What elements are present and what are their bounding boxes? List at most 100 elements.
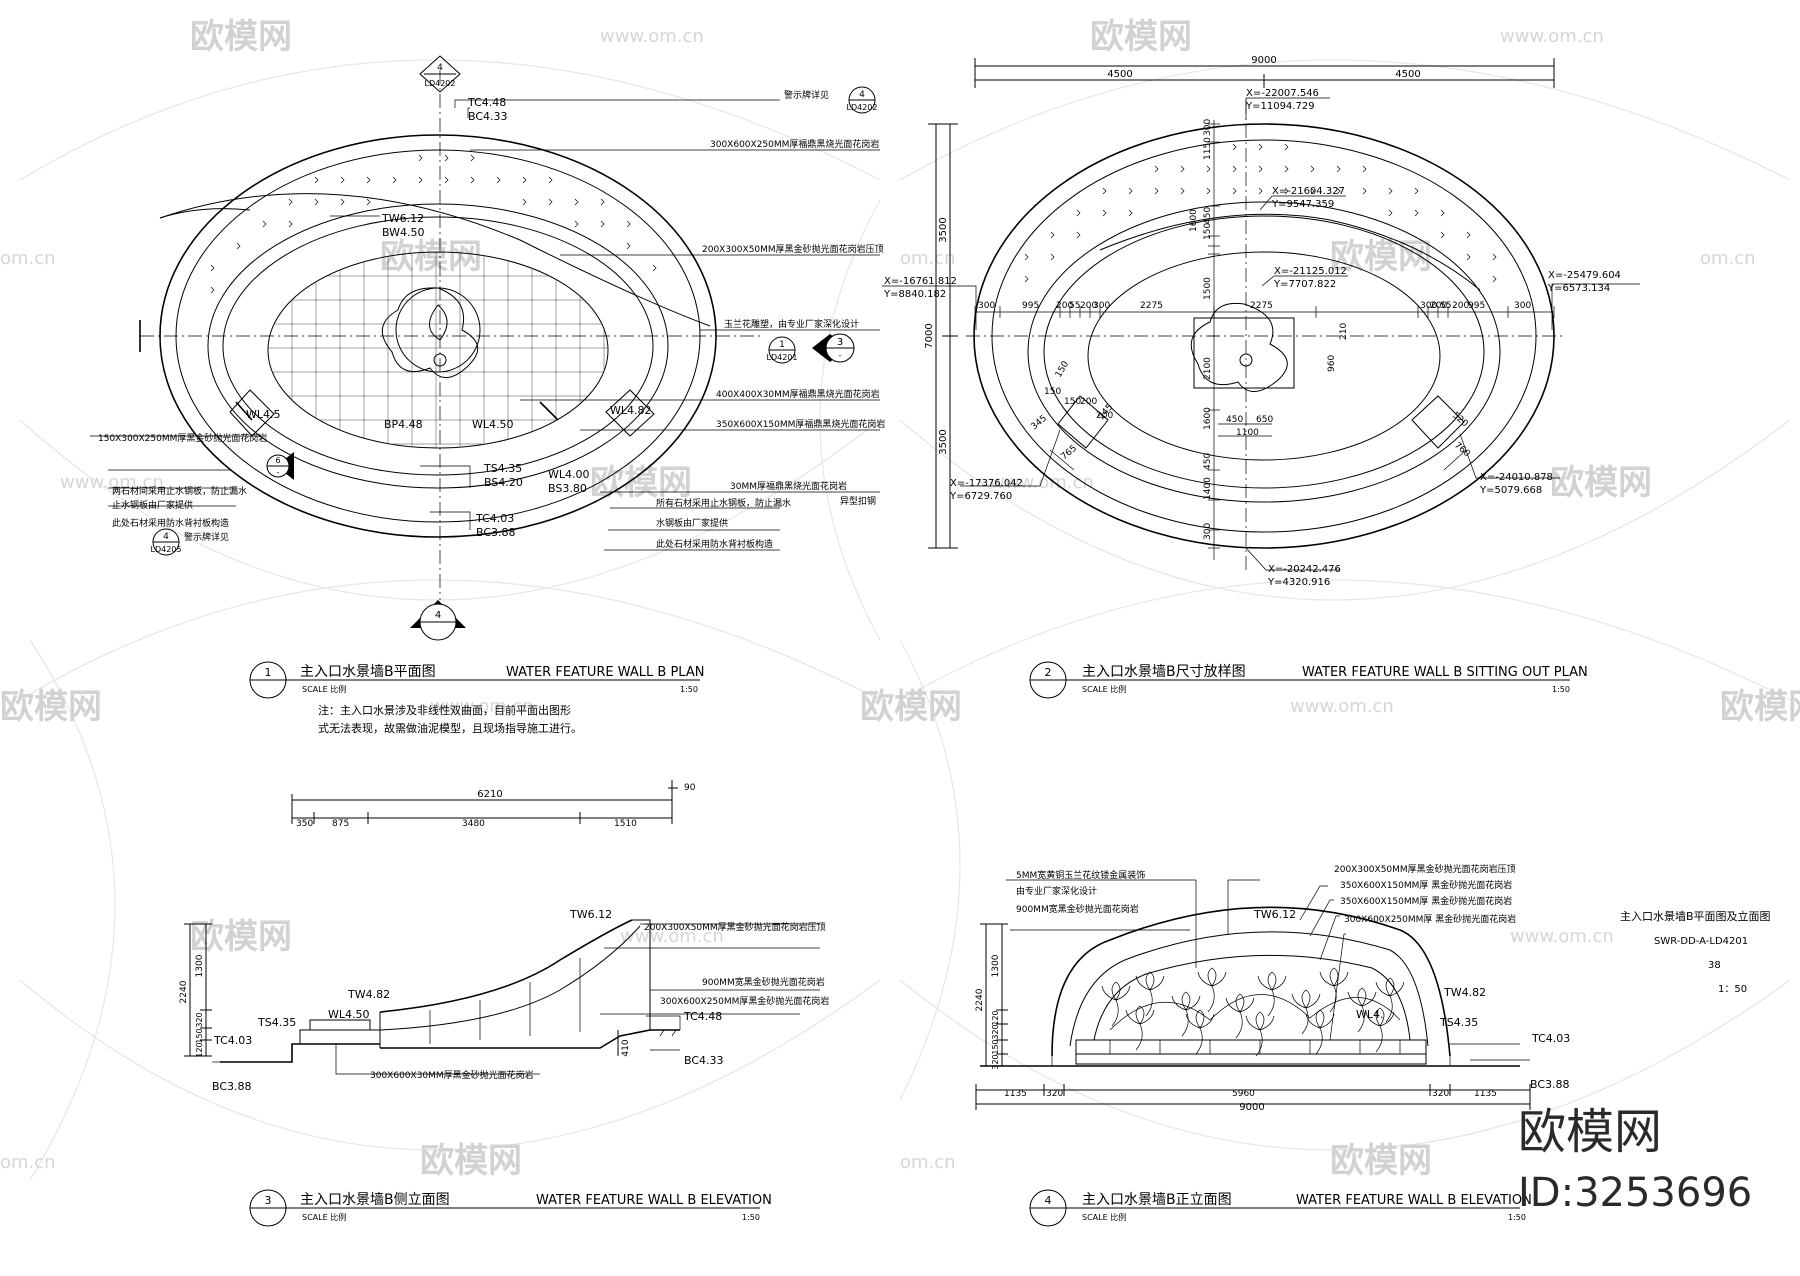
arch-screen bbox=[1093, 954, 1411, 1041]
callout-text: 900MM宽黑金砂抛光面花岗岩 bbox=[1016, 903, 1139, 915]
dimension-label: 90 bbox=[684, 783, 696, 793]
dimension-label: 120 bbox=[991, 1010, 1000, 1025]
base-joint-lines bbox=[1109, 1040, 1401, 1054]
dimension-label: 995 bbox=[1468, 301, 1485, 311]
magnolia-stem bbox=[1135, 1023, 1143, 1051]
base-step bbox=[1075, 1053, 1427, 1065]
hatch-mark bbox=[1336, 187, 1341, 195]
dimension-label: 200 bbox=[1056, 301, 1073, 311]
coord-y: Y=6573.134 bbox=[1547, 283, 1610, 294]
hatch-mark bbox=[418, 176, 423, 184]
scale-label: SCALE 比例 bbox=[1082, 1212, 1126, 1222]
dimension-label: 200 bbox=[1096, 411, 1113, 421]
note-line: 式无法表现，故需做油泥模型，且现场指导施工进行。 bbox=[318, 721, 582, 735]
dimension-label: 1600 bbox=[1189, 209, 1199, 232]
pool-inner-ellipse bbox=[1087, 251, 1441, 461]
hatch-mark bbox=[1206, 165, 1211, 173]
side-elevation-levels: TW6.12 TW4.82 TS4.35 WL4.50 TC4.03 BC3.8… bbox=[212, 908, 724, 1093]
dimension-label: 760 bbox=[1452, 441, 1472, 460]
hatch-mark bbox=[1466, 253, 1471, 261]
water-curve-line bbox=[159, 193, 711, 327]
hatch-mark bbox=[262, 220, 267, 228]
magnolia-flower bbox=[1257, 971, 1287, 991]
dimension-label: 9000 bbox=[1251, 55, 1276, 66]
callout-text: 异型扣钢 bbox=[840, 495, 876, 507]
level-label: BC4.33 bbox=[684, 1054, 724, 1067]
dimension-label: 2240 bbox=[975, 988, 985, 1011]
dimension-label: 1500 bbox=[1203, 277, 1213, 300]
watermark-brand: 欧模网 bbox=[1090, 17, 1192, 57]
dimension-label: 200 bbox=[1430, 301, 1447, 311]
level-label: BC4.33 bbox=[468, 110, 508, 123]
scale-label: SCALE 比例 bbox=[302, 684, 346, 694]
hatch-mark bbox=[1154, 187, 1159, 195]
level-label: TC4.03 bbox=[1531, 1032, 1570, 1045]
hatch-mark bbox=[522, 198, 527, 206]
dimension-label: 320 bbox=[195, 1012, 204, 1027]
dimension-label: 150 bbox=[1044, 387, 1061, 397]
pool-ring-ellipse bbox=[1043, 215, 1485, 489]
coord-x: X=-21125.012 bbox=[1274, 266, 1347, 277]
callout-text: 200X300X50MM厚黑金砂抛光面花岗岩压顶 bbox=[1334, 863, 1516, 875]
level-label: TS4.35 bbox=[483, 462, 522, 475]
dimension-label: 200 bbox=[1080, 397, 1097, 407]
dimension-label: 1400 bbox=[1203, 477, 1213, 500]
ground-line-right bbox=[380, 1029, 680, 1049]
dimension-label: 200 bbox=[1452, 301, 1469, 311]
hatch-mark bbox=[1232, 187, 1237, 195]
watermark-url: om.cn bbox=[1700, 248, 1756, 269]
hatch-mark bbox=[574, 198, 579, 206]
sculpture-circle bbox=[395, 287, 481, 373]
detail-marker-number: 6 bbox=[275, 456, 280, 465]
dimension-label: 150 bbox=[991, 1039, 1000, 1054]
level-label: TC4.03 bbox=[475, 512, 514, 525]
level-label: TW6.12 bbox=[1253, 908, 1296, 921]
dimension-label: 4500 bbox=[1107, 69, 1132, 80]
dimension-label: 875 bbox=[332, 819, 349, 829]
water-curve-end bbox=[159, 208, 251, 219]
dimension-label: 1135 bbox=[1004, 1089, 1027, 1099]
dimension-label: 2275 bbox=[1250, 301, 1273, 311]
level-label: TS4.35 bbox=[257, 1016, 296, 1029]
hatch-mark bbox=[314, 198, 319, 206]
magnolia-branch bbox=[1109, 994, 1401, 1031]
hatch-mark bbox=[1414, 187, 1419, 195]
callout-text: 30MM厚福鼎黑烧光面花岗岩 bbox=[730, 480, 847, 492]
hatch-mark bbox=[1310, 187, 1315, 195]
hatch-mark bbox=[366, 198, 371, 206]
view-side-elevation: 6210 90 350 875 3480 1510 2240 1300 320 … bbox=[179, 780, 829, 1093]
coord-x: X=-20242.476 bbox=[1268, 564, 1341, 575]
sitting-out-geometry bbox=[966, 100, 1566, 570]
view-title-en: WATER FEATURE WALL B ELEVATION bbox=[536, 1193, 772, 1208]
watermark-brand: 欧模网 bbox=[860, 687, 962, 727]
watermark-url: www.om.cn bbox=[430, 696, 534, 717]
level-label: TS4.35 bbox=[1439, 1016, 1478, 1029]
design-note: 注：主入口水景涉及非线性双曲面，目前平面出图形 式无法表现，故需做油泥模型，且现… bbox=[318, 703, 582, 735]
dimension-label: 2100 bbox=[1203, 357, 1213, 380]
view-number: 4 bbox=[1045, 1194, 1052, 1207]
hatch-mark bbox=[1388, 187, 1393, 195]
dimension-label: 320 bbox=[991, 1054, 1000, 1069]
hatch-mark bbox=[548, 176, 553, 184]
hatch-mark bbox=[236, 242, 241, 250]
dimension-label: 3500 bbox=[938, 429, 949, 454]
hatch-mark bbox=[1284, 165, 1289, 173]
hatch-mark bbox=[1258, 143, 1263, 151]
watermark-brand: 欧模网 bbox=[190, 17, 292, 57]
hatch-mark bbox=[1492, 253, 1497, 261]
dimension-label: 1150 bbox=[1203, 137, 1213, 160]
sheet-scale: 1：50 bbox=[1718, 984, 1747, 995]
level-label: WL4.82 bbox=[610, 404, 652, 417]
page-number: 38 bbox=[1708, 960, 1721, 971]
level-label: WL4.50 bbox=[472, 418, 514, 431]
pool-edge-ellipse bbox=[1027, 201, 1501, 503]
drawing-number: SWR-DD-A-LD4201 bbox=[1654, 936, 1748, 947]
magnolia-flower bbox=[1225, 993, 1255, 1013]
end-block-left bbox=[229, 389, 275, 437]
watermark-url: om.cn bbox=[0, 248, 56, 269]
hatch-mark bbox=[418, 154, 423, 162]
level-label: TW6.12 bbox=[569, 908, 612, 921]
